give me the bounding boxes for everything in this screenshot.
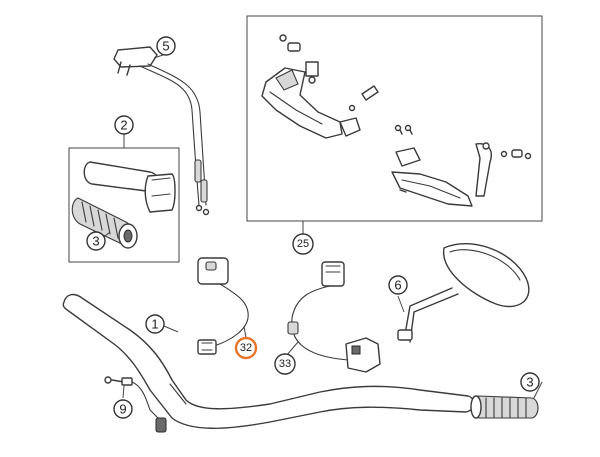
- callout-3-grip: 3: [520, 372, 540, 392]
- callout-label-2: 2: [120, 118, 127, 133]
- callout-label-3a: 3: [92, 234, 99, 249]
- leader-lines: [99, 53, 543, 399]
- callout-label-33: 33: [279, 358, 291, 370]
- callout-33: 33: [274, 353, 296, 375]
- callout-3-throttle: 3: [86, 231, 106, 251]
- light-switch-32: [197, 257, 249, 355]
- throttle-cables: [113, 46, 210, 216]
- callout-32-highlighted: 32: [234, 336, 258, 360]
- callout-32-highlight-ring: [234, 336, 258, 360]
- sensor-cable-9: [104, 376, 167, 433]
- callout-label-1: 1: [151, 317, 158, 332]
- callout-25: 25: [292, 233, 314, 255]
- callout-6: 6: [388, 275, 408, 295]
- callout-9: 9: [113, 399, 133, 419]
- callout-label-32: 32: [240, 342, 252, 354]
- right-grip: [470, 395, 539, 419]
- mirror-6: [397, 243, 530, 343]
- callout-5: 5: [156, 36, 176, 56]
- handguard-group-frame: [246, 15, 543, 222]
- callout-2: 2: [114, 115, 134, 135]
- callout-label-9: 9: [119, 402, 126, 417]
- throttle-grip-assembly: [71, 161, 176, 249]
- callout-label-6: 6: [394, 278, 401, 293]
- callout-label-3b: 3: [526, 375, 533, 390]
- callout-label-5: 5: [162, 39, 169, 54]
- handguard-assembly: [261, 34, 532, 207]
- switch-33: [287, 261, 381, 373]
- callout-label-25: 25: [297, 238, 309, 250]
- callout-1: 1: [145, 314, 165, 334]
